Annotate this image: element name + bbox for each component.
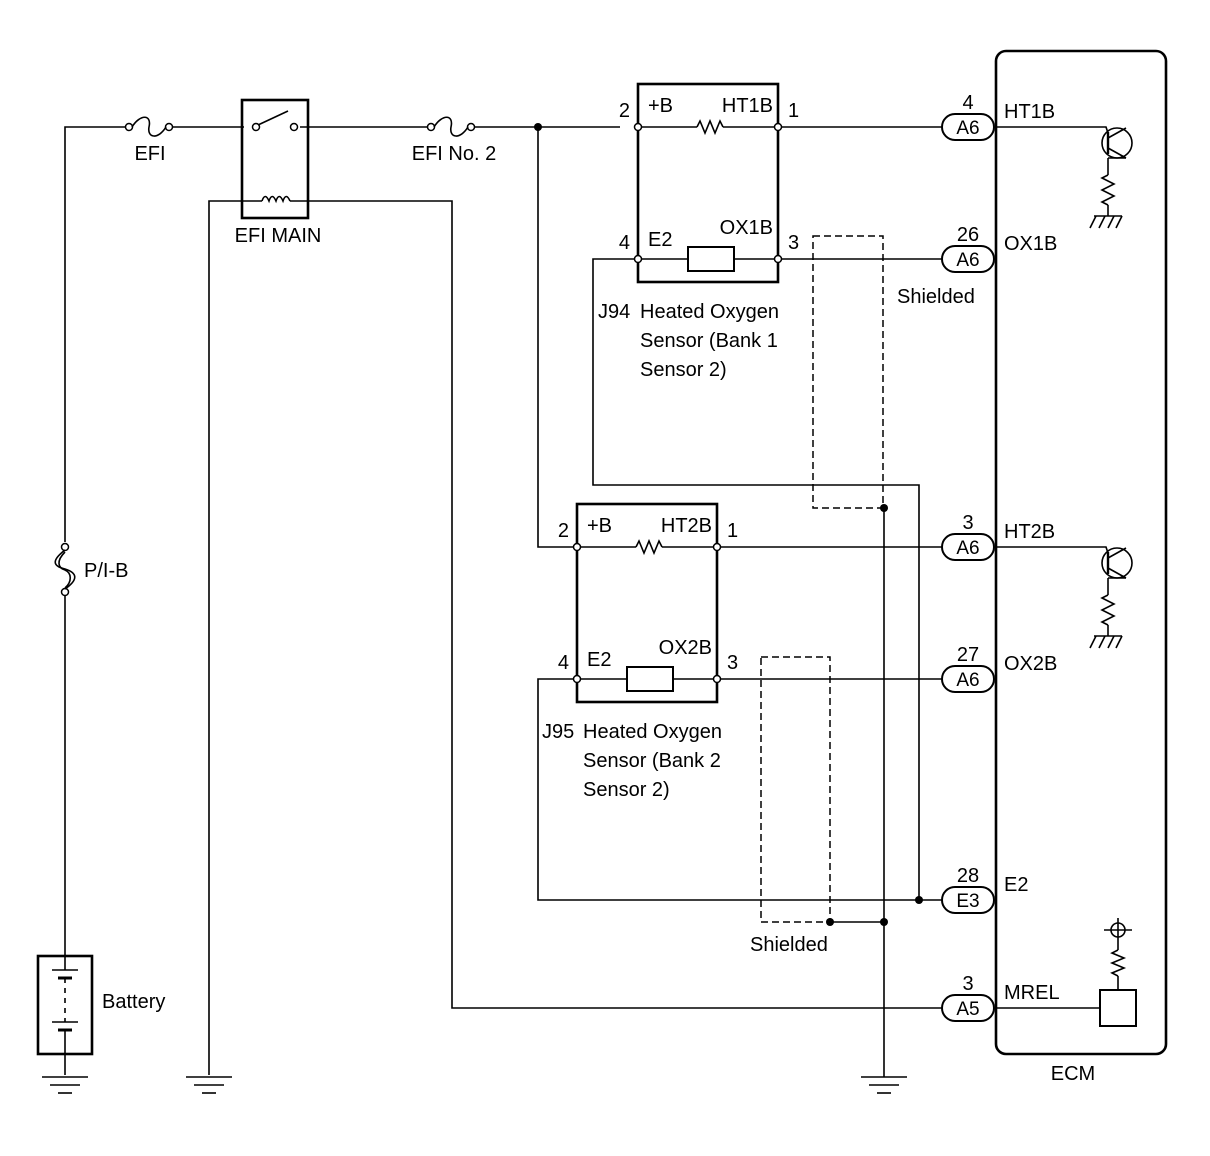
sensor-j94 — [633, 82, 783, 284]
j95-signal-label: OX2B — [659, 637, 712, 659]
ecm-connector-2 — [941, 533, 995, 561]
ecm-connector-0 — [941, 113, 995, 141]
ecm-connector-label-3: A6 — [956, 670, 979, 691]
j95-pin-ht: 1 — [727, 520, 738, 542]
efi-fuse — [124, 116, 174, 137]
j94-pin-e2: 4 — [619, 232, 630, 254]
efi-no2-fuse — [426, 116, 476, 137]
j94-id: J94 — [598, 301, 630, 323]
efi-main-relay-label: EFI MAIN — [235, 225, 322, 247]
ecm-transistor-1-icon — [1089, 126, 1133, 229]
ecm-connector-5 — [941, 994, 995, 1022]
ecm-transistor-2-icon — [1089, 546, 1133, 649]
j95-pin-ox: 3 — [727, 652, 738, 674]
ecm-pin-name-4: E2 — [1004, 874, 1028, 896]
ecm-connector-label-1: A6 — [956, 250, 979, 271]
ecm-pin-name-1: OX1B — [1004, 233, 1057, 255]
ecm-mrel-driver-icon — [1099, 918, 1137, 1027]
ecm-internal-wiring — [996, 126, 1100, 1009]
efi-main-relay — [240, 98, 310, 220]
ecm-connector-label-2: A6 — [956, 538, 979, 559]
shield-label-1: Shielded — [897, 286, 975, 308]
j95-pin-b: 2 — [558, 520, 569, 542]
ecm-connector-label-4: E3 — [956, 891, 979, 912]
battery-symbol — [36, 954, 94, 1075]
ecm-box — [994, 49, 1168, 1056]
j94-terminal-b: +B — [648, 95, 673, 117]
power-supply-wiring — [64, 126, 942, 1075]
j94-pin-ox: 3 — [788, 232, 799, 254]
ecm-pin-name-3: OX2B — [1004, 653, 1057, 675]
j95-pin-e2: 4 — [558, 652, 569, 674]
pib-label: P/I-B — [84, 560, 128, 582]
battery-label: Battery — [102, 991, 165, 1013]
j94-pin-b: 2 — [619, 100, 630, 122]
j94-name-line1: Heated Oxygen — [640, 301, 779, 323]
j94-name-line2: Sensor (Bank 1 — [640, 330, 778, 352]
j94-heater-label: HT1B — [722, 95, 773, 117]
pib-fusible-link — [54, 542, 76, 597]
ecm-pin-name-0: HT1B — [1004, 101, 1055, 123]
ground-shield-icon — [861, 922, 907, 1094]
junction-dots — [534, 123, 923, 926]
j95-name-line1: Heated Oxygen — [583, 721, 722, 743]
ecm-connector-3 — [941, 665, 995, 693]
ecm-connector-4 — [941, 886, 995, 914]
ecm-label: ECM — [1051, 1063, 1095, 1085]
j94-ground-label: E2 — [648, 229, 672, 251]
j94-name-line3: Sensor 2) — [640, 359, 727, 381]
ecm-pin-number-5: 3 — [962, 973, 973, 995]
efi-no2-fuse-label: EFI No. 2 — [412, 143, 496, 165]
ecm-pin-number-3: 27 — [957, 644, 979, 666]
ecm-pin-name-5: MREL — [1004, 982, 1060, 1004]
ecm-pin-number-4: 28 — [957, 865, 979, 887]
efi-fuse-label: EFI — [134, 143, 165, 165]
j95-terminal-b: +B — [587, 515, 612, 537]
j95-name-line2: Sensor (Bank 2 — [583, 750, 721, 772]
j95-id: J95 — [542, 721, 574, 743]
j95-ground-label: E2 — [587, 649, 611, 671]
ecm-pin-number-0: 4 — [962, 92, 973, 114]
ecm-connector-label-5: A5 — [956, 999, 979, 1020]
sensor-j95 — [572, 502, 722, 704]
ecm-pin-name-2: HT2B — [1004, 521, 1055, 543]
j94-pin-ht: 1 — [788, 100, 799, 122]
shield-2 — [760, 508, 885, 923]
j94-signal-label: OX1B — [720, 217, 773, 239]
ecm-pin-number-2: 3 — [962, 512, 973, 534]
ecm-connector-1 — [941, 245, 995, 273]
j95-heater-label: HT2B — [661, 515, 712, 537]
shield-1 — [812, 235, 884, 509]
ground-relay-icon — [186, 1076, 232, 1094]
ecm-pin-number-1: 26 — [957, 224, 979, 246]
ground-battery-icon — [42, 1076, 88, 1094]
ecm-connector-label-0: A6 — [956, 118, 979, 139]
j95-name-line3: Sensor 2) — [583, 779, 670, 801]
shield-label-2: Shielded — [750, 934, 828, 956]
